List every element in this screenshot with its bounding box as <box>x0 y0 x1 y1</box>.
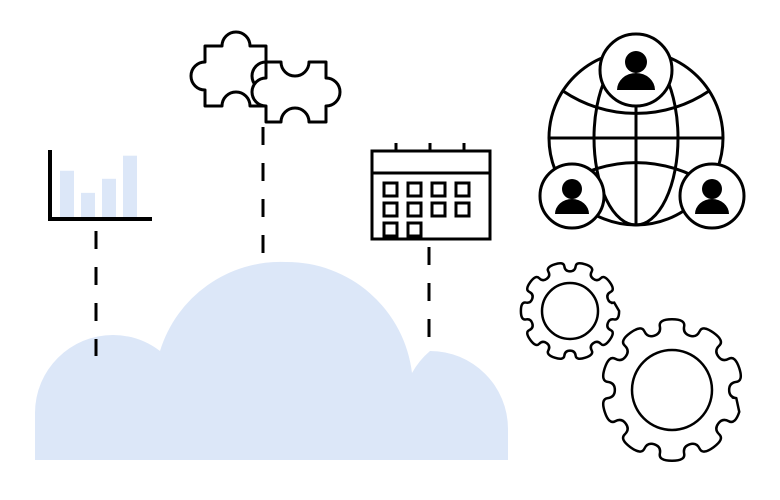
gear-large-hub <box>630 348 714 432</box>
avatar-bottom-left-body <box>555 199 589 214</box>
avatar-top-head <box>625 51 647 73</box>
avatar-bottom-left-head <box>562 179 582 199</box>
chart-bar-2 <box>81 192 95 219</box>
calendar-day-5 <box>382 201 399 218</box>
calendar-day-8 <box>454 201 471 218</box>
calendar-day-10 <box>406 221 423 238</box>
chart-bar-3 <box>102 178 116 219</box>
avatar-top <box>598 32 674 108</box>
chart-bar-4 <box>123 155 137 219</box>
gear-small <box>519 261 621 361</box>
calendar-day-4 <box>454 181 471 198</box>
calendar-day-6 <box>406 201 423 218</box>
avatar-top-body <box>617 73 655 90</box>
calendar-day-9 <box>382 221 399 238</box>
chart-bars <box>60 155 137 219</box>
calendar-day-7 <box>430 201 447 218</box>
calendar-days <box>382 181 471 238</box>
avatar-bottom-right-head <box>702 179 722 199</box>
calendar-day-1 <box>382 181 399 198</box>
calendar-day-2 <box>406 181 423 198</box>
gear-group <box>519 261 743 462</box>
avatar-bottom-right-body <box>695 199 729 214</box>
avatar-bottom-right <box>678 162 746 230</box>
chart-bar-1 <box>60 170 74 219</box>
cloud-icon <box>35 261 508 460</box>
calendar-day-3 <box>430 181 447 198</box>
puzzle-piece-right-body <box>250 60 342 124</box>
gear-large <box>601 318 743 462</box>
chart-axes <box>48 150 152 221</box>
globe-parallel-upper <box>562 89 710 115</box>
gear-small-hub <box>540 281 600 341</box>
avatar-bottom-left <box>538 162 606 230</box>
